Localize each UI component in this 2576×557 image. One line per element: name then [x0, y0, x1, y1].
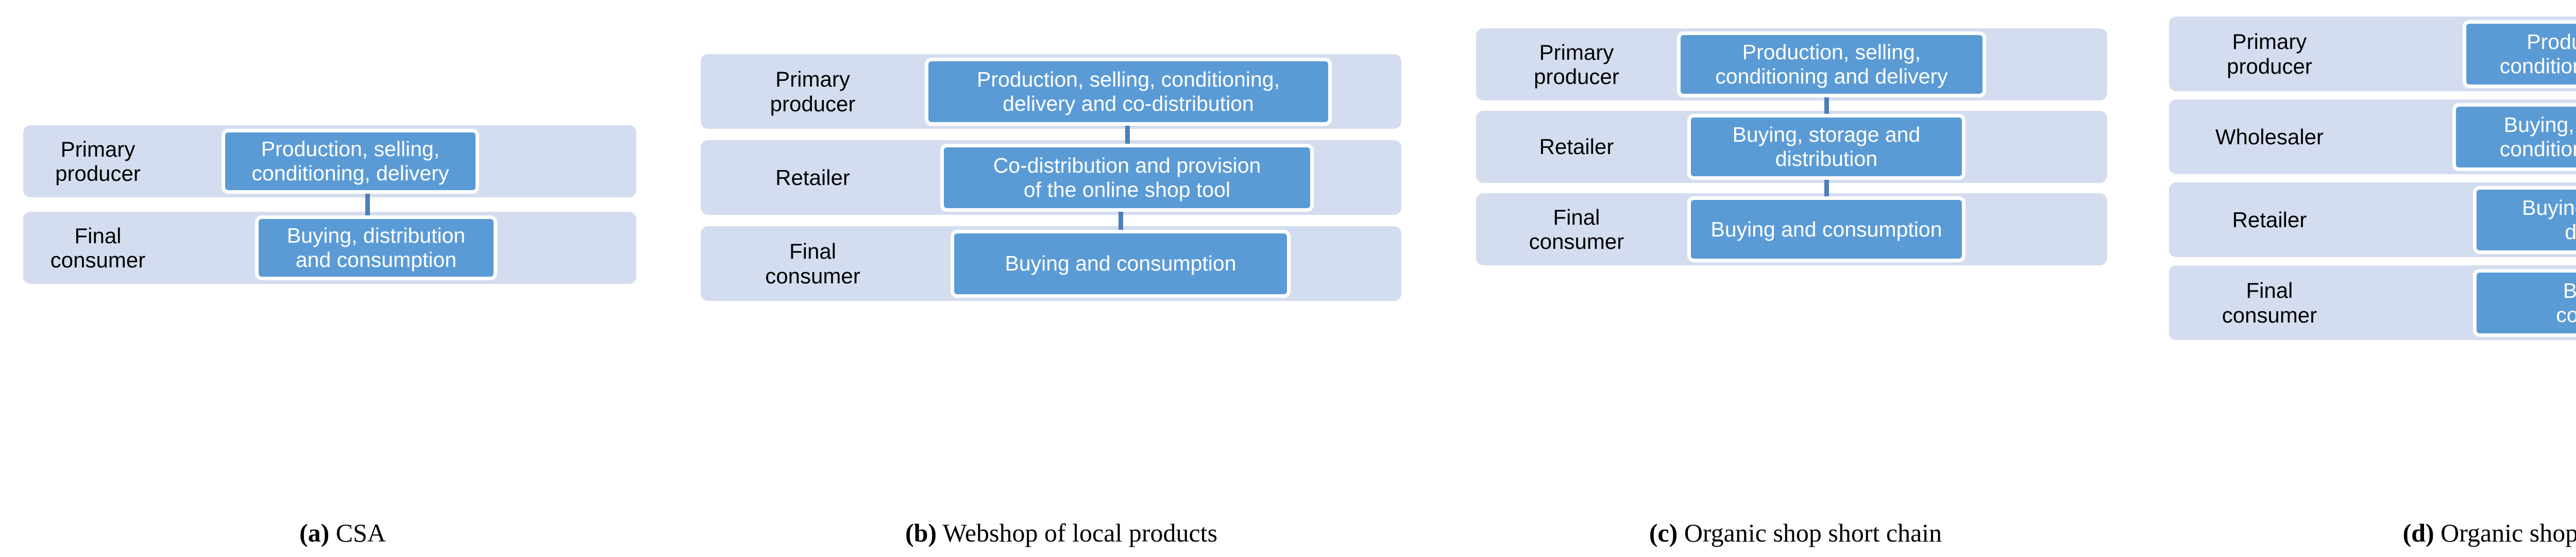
caption-tag: (a)	[299, 518, 330, 547]
activity-wrap: Buying, storage and distribution	[1677, 111, 2107, 183]
panel-a: Primary producer Production, selling, co…	[0, 0, 685, 557]
activity-wrap: Buying, storage, selling, conditioning a…	[2370, 99, 2576, 174]
chain-row: Wholesaler Buying, storage, selling, con…	[2169, 99, 2576, 174]
panel-c-stack: Primary producer Production, selling, co…	[1476, 28, 2107, 265]
activity-wrap: Production, selling, conditioning, deliv…	[173, 125, 636, 197]
actor-label: Final consumer	[1529, 205, 1624, 254]
actor-label: Final consumer	[50, 223, 146, 272]
activity-box: Buying and consumption	[2473, 268, 2576, 337]
activity-box: Co-distribution and provision of the onl…	[940, 143, 1314, 212]
chain-row: Final consumer Buying and consumption	[2169, 265, 2576, 340]
chain-row: Final consumer Buying and consumption	[701, 226, 1401, 301]
caption-text: CSA	[329, 518, 386, 547]
caption-tag: (c)	[1649, 518, 1678, 547]
actor-label: Primary producer	[770, 67, 856, 116]
activity-box: Buying, storage and distribution	[2473, 185, 2576, 254]
activity-box: Production, selling, conditioning, deliv…	[925, 57, 1332, 126]
panel-caption: (a) CSA	[0, 518, 685, 548]
actor-label: Retailer	[2232, 207, 2307, 232]
activity-wrap: Buying and consumption	[925, 226, 1401, 301]
panel-caption: (b) Webshop of local products	[685, 518, 1437, 548]
caption-text: Organic shop short chain	[1677, 518, 1942, 547]
actor-label: Primary producer	[55, 137, 141, 185]
activity-wrap: Production, selling, conditioning, deliv…	[925, 54, 1401, 129]
panel-caption: (c) Organic shop short chain	[1437, 518, 2154, 548]
activity-box: Production, selling, conditioning, deliv…	[222, 129, 479, 194]
panel-b: Primary producer Production, selling, co…	[685, 0, 1437, 557]
chain-row: Final consumer Buying, distribution and …	[23, 212, 636, 284]
chain-row: Primary producer Production, selling, co…	[23, 125, 636, 197]
chain-row: Retailer Buying, storage and distributio…	[2169, 182, 2576, 257]
actor-label: Wholesaler	[2215, 124, 2324, 149]
activity-wrap: Buying and consumption	[1677, 193, 2107, 265]
activity-box: Buying, distribution and consumption	[255, 215, 497, 280]
activity-wrap: Co-distribution and provision of the onl…	[925, 140, 1401, 215]
chain-row: Primary producer Production, selling, co…	[701, 54, 1401, 129]
activity-wrap: Buying, distribution and consumption	[173, 212, 636, 284]
chain-row: Retailer Buying, storage and distributio…	[1476, 111, 2107, 183]
activity-box: Buying, storage, selling, conditioning a…	[2452, 103, 2576, 171]
chain-connector-line	[1125, 122, 1130, 147]
activity-box: Buying and consumption	[1687, 196, 1965, 262]
activity-wrap: Production, selling, conditioning and de…	[1677, 28, 2107, 100]
caption-tag: (b)	[905, 518, 937, 547]
activity-wrap: Buying and consumption	[2370, 265, 2576, 340]
activity-box: Production, selling, conditioning and de…	[2463, 20, 2576, 88]
caption-text: Webshop of local products	[937, 518, 1218, 547]
activity-wrap: Buying, storage and distribution	[2370, 182, 2576, 257]
panel-d-stack: Primary producer Production, selling, co…	[2169, 16, 2576, 340]
actor-label: Retailer	[1539, 134, 1614, 159]
activity-wrap: Production, selling, conditioning and de…	[2370, 16, 2576, 91]
chain-connector-line	[365, 191, 370, 218]
chain-connector-line	[1118, 208, 1123, 233]
panel-a-stack: Primary producer Production, selling, co…	[23, 125, 636, 284]
chain-row: Retailer Co-distribution and provision o…	[701, 140, 1401, 215]
actor-label: Final consumer	[765, 239, 860, 288]
activity-box: Buying, storage and distribution	[1687, 114, 1965, 180]
chain-row: Primary producer Production, selling, co…	[2169, 16, 2576, 91]
actor-label: Primary producer	[2227, 29, 2312, 78]
panel-caption: (d) Organic shop long chain	[2154, 518, 2576, 548]
caption-text: Organic shop long chain	[2441, 518, 2576, 547]
activity-box: Buying and consumption	[951, 229, 1291, 298]
chain-connector-line	[1824, 177, 1829, 199]
actor-label: Retailer	[775, 165, 850, 190]
panel-d: Primary producer Production, selling, co…	[2154, 0, 2576, 557]
chain-row: Primary producer Production, selling, co…	[1476, 28, 2107, 100]
panel-c: Primary producer Production, selling, co…	[1437, 0, 2154, 557]
panel-b-stack: Primary producer Production, selling, co…	[701, 54, 1401, 301]
activity-box: Production, selling, conditioning and de…	[1677, 31, 1986, 97]
chain-row: Final consumer Buying and consumption	[1476, 193, 2107, 265]
actor-label: Primary producer	[1534, 40, 1619, 89]
chain-connector-line	[1824, 94, 1829, 117]
caption-tag: (d)	[2402, 518, 2434, 547]
actor-label: Final consumer	[2222, 278, 2317, 327]
